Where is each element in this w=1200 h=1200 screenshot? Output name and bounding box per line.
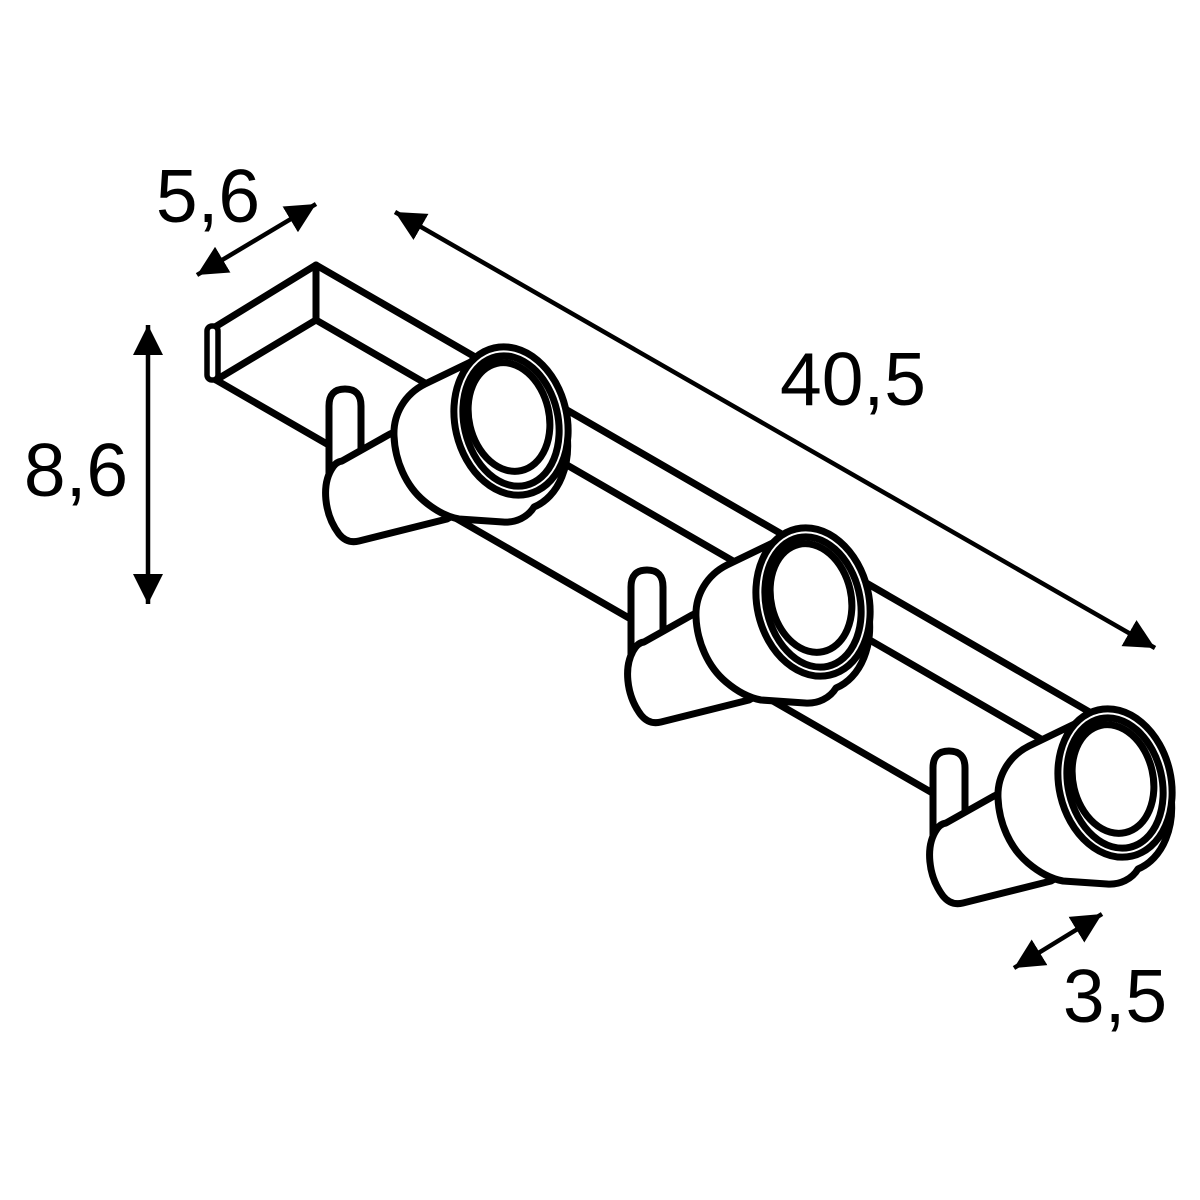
spotlight-3 <box>930 697 1187 903</box>
dimension-arrow-head-width <box>1012 912 1104 970</box>
dimension-arrows <box>133 202 1157 970</box>
dimension-label-depth: 5,6 <box>156 154 260 238</box>
spotlight-1 <box>326 335 583 541</box>
dimension-arrow-depth <box>195 202 318 277</box>
spotlight-2 <box>628 516 885 722</box>
dimension-label-head-width: 3,5 <box>1063 954 1167 1038</box>
dimension-labels: 5,6 40,5 8,6 3,5 <box>24 154 1167 1038</box>
dimension-label-height: 8,6 <box>24 428 128 512</box>
bar-end-cap <box>211 261 320 384</box>
dimension-label-length: 40,5 <box>780 337 926 421</box>
dimension-arrow-length <box>393 210 1157 650</box>
bar-end-flange <box>204 323 221 383</box>
